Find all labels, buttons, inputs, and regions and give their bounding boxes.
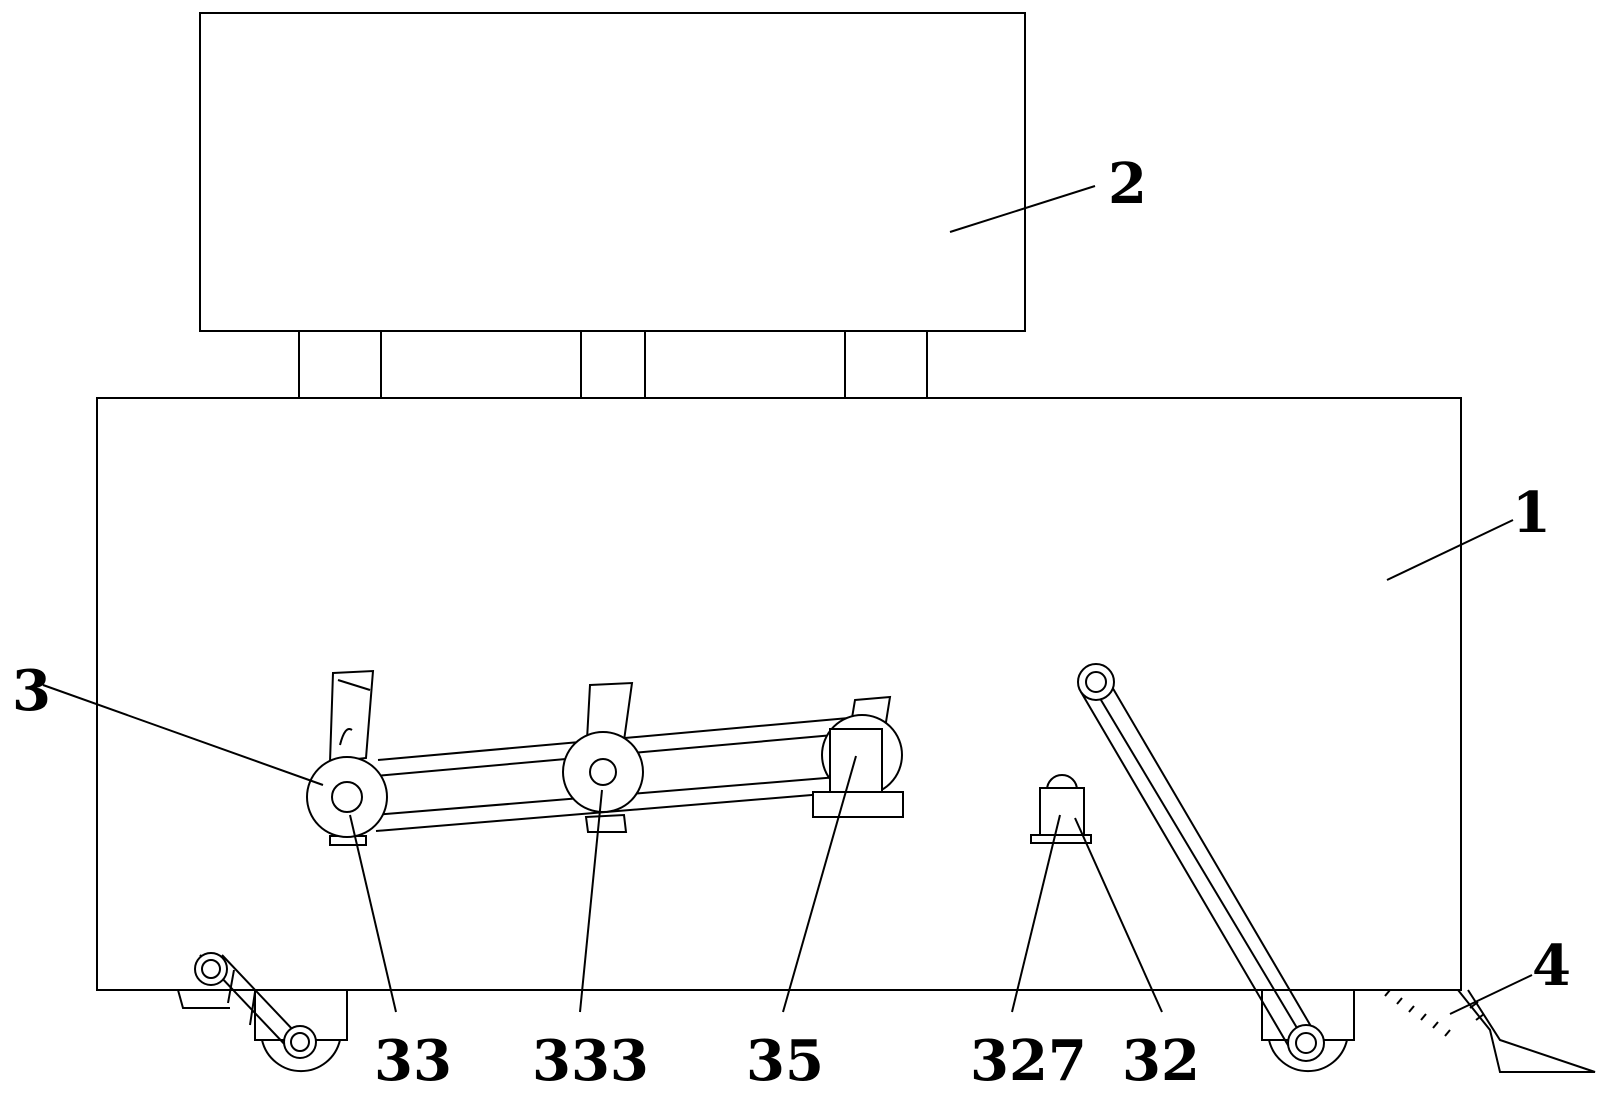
small-component bbox=[1030, 774, 1092, 844]
right-inclined-conveyor bbox=[1077, 663, 1325, 1062]
label-4: 4 bbox=[1532, 933, 1571, 999]
main-body bbox=[96, 397, 1462, 991]
brush-belt-assembly bbox=[306, 669, 904, 846]
label-3: 3 bbox=[12, 658, 51, 724]
upper-box bbox=[199, 12, 1026, 398]
label-35: 35 bbox=[746, 1028, 824, 1094]
label-33: 33 bbox=[374, 1028, 452, 1094]
left-small-conveyor bbox=[194, 952, 317, 1059]
label-1: 1 bbox=[1512, 480, 1551, 546]
label-327: 327 bbox=[970, 1028, 1087, 1094]
left-wheel bbox=[177, 989, 348, 1073]
label-32: 32 bbox=[1122, 1028, 1200, 1094]
leader-lines bbox=[42, 185, 1533, 1015]
label-333: 333 bbox=[532, 1028, 649, 1094]
scraper bbox=[1384, 989, 1596, 1073]
label-2: 2 bbox=[1108, 151, 1147, 217]
